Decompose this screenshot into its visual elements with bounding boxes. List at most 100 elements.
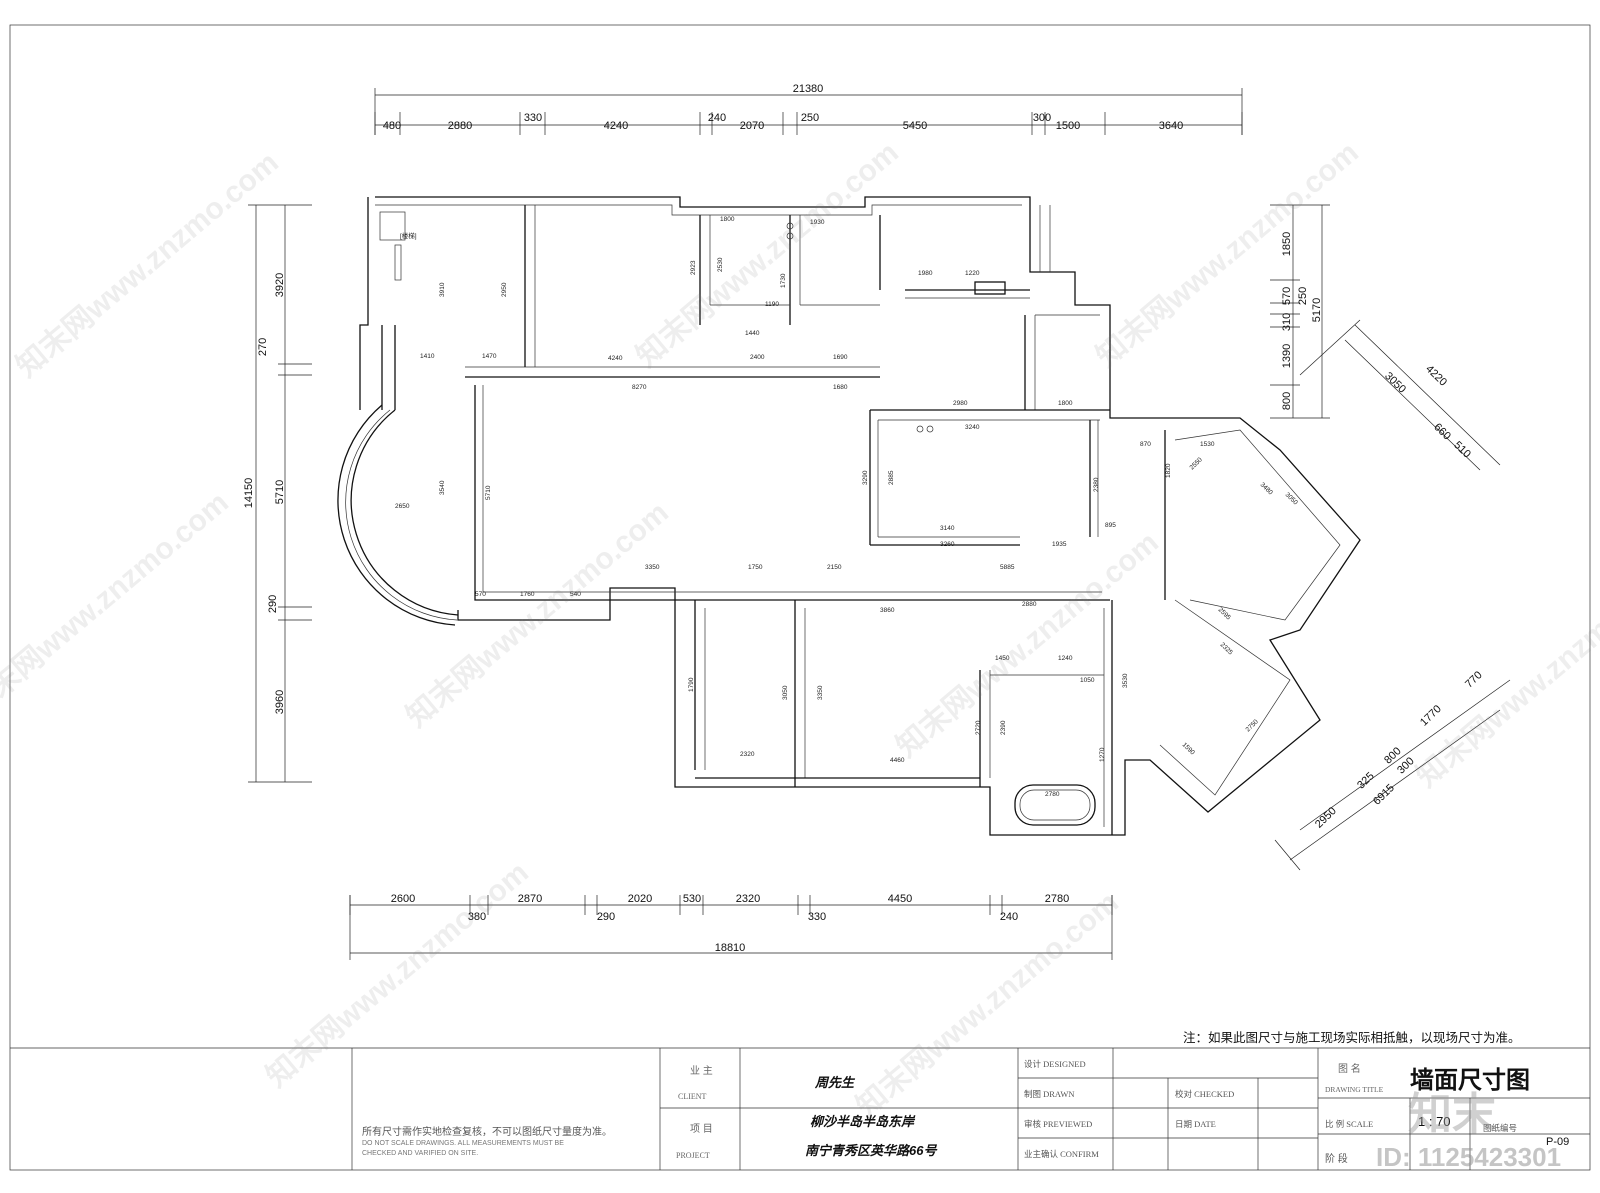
room-dim: 2885 bbox=[888, 470, 895, 485]
dim-diag-lower-6: 6915 bbox=[1371, 782, 1397, 808]
diagonal-dimension-upper: 3050 4220 660 510 bbox=[1299, 319, 1501, 471]
dim-top-total: 21380 bbox=[793, 83, 824, 95]
project-label-en: PROJECT bbox=[676, 1151, 710, 1160]
room-dim: 3240 bbox=[965, 424, 980, 431]
project-label-cn: 项 目 bbox=[690, 1124, 713, 1135]
room-dim: 3140 bbox=[940, 525, 955, 532]
room-dim: 1270 bbox=[1099, 747, 1106, 762]
dim-top-9: 1500 bbox=[1056, 120, 1080, 132]
right-dimension-chain: 1850 570 250 310 1390 800 5170 bbox=[1270, 204, 1330, 419]
room-dim: 2750 bbox=[1245, 718, 1261, 733]
room-dim: 1410 bbox=[420, 353, 435, 360]
room-dim: 3050 bbox=[782, 685, 789, 700]
room-dim: 3350 bbox=[645, 564, 660, 571]
room-dim: 1790 bbox=[688, 677, 695, 692]
dim-diag-lower-1: 1770 bbox=[1418, 703, 1444, 729]
room-dim: 3910 bbox=[439, 282, 446, 297]
date-label: 日期 DATE bbox=[1175, 1119, 1216, 1129]
room-dim: 1820 bbox=[1165, 463, 1172, 478]
drawn-label: 制图 DRAWN bbox=[1024, 1089, 1075, 1099]
stage-label: 阶 段 bbox=[1325, 1154, 1348, 1165]
room-dim: 2530 bbox=[717, 257, 724, 272]
room-dim: 4460 bbox=[890, 757, 905, 764]
dim-top-2: 330 bbox=[524, 112, 542, 124]
dim-bottom-4: 2320 bbox=[736, 893, 760, 905]
client-label-en: CLIENT bbox=[678, 1092, 707, 1101]
room-dim: 1220 bbox=[965, 270, 980, 277]
room-dim: 1450 bbox=[995, 655, 1010, 662]
room-dim: 4240 bbox=[608, 355, 623, 362]
dim-diag-lower-0: 770 bbox=[1463, 669, 1485, 690]
room-dim: 5710 bbox=[485, 485, 492, 500]
dim-bottom-7: 380 bbox=[468, 911, 486, 923]
checked-label: 校对 CHECKED bbox=[1175, 1089, 1235, 1099]
room-dim: 2380 bbox=[1093, 477, 1100, 492]
dim-left-3: 290 bbox=[267, 595, 279, 613]
dim-right-5: 800 bbox=[1281, 392, 1293, 410]
dim-left-0: 3920 bbox=[274, 273, 286, 297]
dim-bottom-1: 2870 bbox=[518, 893, 542, 905]
room-dim: 570 bbox=[475, 591, 486, 598]
dim-bottom-8: 290 bbox=[597, 911, 615, 923]
room-dim: 1440 bbox=[745, 330, 760, 337]
room-dim: 2325 bbox=[1219, 641, 1235, 656]
dim-left-1: 270 bbox=[257, 338, 269, 356]
room-dim: 1750 bbox=[748, 564, 763, 571]
room-dim: 3540 bbox=[439, 480, 446, 495]
left-dimension-chain: 14150 3920 270 5710 290 3960 bbox=[243, 204, 312, 783]
room-dim: 3260 bbox=[940, 541, 955, 548]
staircase bbox=[379, 211, 406, 241]
room-dim: 8270 bbox=[632, 384, 647, 391]
dim-diag-upper-1: 4220 bbox=[1423, 363, 1449, 389]
dim-left-4: 3960 bbox=[274, 690, 286, 714]
designed-label: 设计 DESIGNED bbox=[1024, 1059, 1086, 1069]
dim-bottom-2: 2020 bbox=[628, 893, 652, 905]
room-dim: 1935 bbox=[1052, 541, 1067, 548]
room-dim: 2880 bbox=[1022, 601, 1037, 608]
reviewed-label: 审核 PREVIEWED bbox=[1024, 1119, 1093, 1129]
scale-warning-cn: 所有尺寸需作实地检查复核，不可以图纸尺寸量度为准。 bbox=[362, 1127, 612, 1138]
project-value-1: 柳沙半岛半岛东岸 bbox=[810, 1114, 915, 1129]
bottom-dimension-chain: 2600 2870 2020 530 2320 4450 2780 380 29… bbox=[349, 893, 1113, 960]
room-dim: 2950 bbox=[501, 282, 508, 297]
room-dim: 1590 bbox=[1181, 741, 1197, 756]
dim-bottom-0: 2600 bbox=[391, 893, 415, 905]
room-dim: 2650 bbox=[395, 503, 410, 510]
room-dim: 1680 bbox=[833, 384, 848, 391]
room-dim: 1930 bbox=[810, 219, 825, 226]
room-dim: 2720 bbox=[975, 720, 982, 735]
diagonal-dimension-lower: 770 1770 800 300 325 2950 6915 bbox=[1274, 669, 1511, 871]
project-value-2: 南宁青秀区英华路66号 bbox=[805, 1143, 937, 1158]
dim-top-7: 5450 bbox=[903, 120, 927, 132]
room-dim: 3530 bbox=[1122, 673, 1129, 688]
stair-label: [楼梯] bbox=[400, 231, 417, 240]
drawing-title-label: DRAWING TITLE bbox=[1325, 1085, 1384, 1094]
drawing-no-label: 图纸编号 bbox=[1483, 1123, 1518, 1133]
room-dim: 2320 bbox=[740, 751, 755, 758]
dim-bottom-3: 530 bbox=[683, 893, 701, 905]
drawing-number: P-09 bbox=[1546, 1136, 1570, 1148]
room-dim: 1190 bbox=[765, 301, 779, 308]
room-dim: 1980 bbox=[918, 270, 933, 277]
dim-right-3: 310 bbox=[1281, 313, 1293, 331]
dim-top-1: 2880 bbox=[448, 120, 472, 132]
room-dim: 870 bbox=[1140, 441, 1151, 448]
dim-top-0: 480 bbox=[383, 120, 401, 132]
room-dim: 3350 bbox=[817, 685, 824, 700]
room-dim: 895 bbox=[1105, 522, 1116, 529]
room-dim: 2550 bbox=[1189, 456, 1205, 471]
scale-warning-en-2: CHECKED AND VARIFIED ON SITE. bbox=[362, 1150, 479, 1157]
dim-diag-upper-2: 660 bbox=[1431, 421, 1453, 442]
dim-bottom-6: 2780 bbox=[1045, 893, 1069, 905]
dim-top-6: 250 bbox=[801, 112, 819, 124]
room-dim: 1800 bbox=[720, 216, 735, 223]
dim-bottom-10: 240 bbox=[1000, 911, 1018, 923]
room-dim: 2923 bbox=[690, 260, 697, 275]
room-dim: 1470 bbox=[482, 353, 497, 360]
room-dim: 5885 bbox=[1000, 564, 1015, 571]
dim-diag-lower-5: 2950 bbox=[1313, 805, 1339, 831]
room-dim: 1690 bbox=[833, 354, 848, 361]
watermark-id: ID: 1125423301 bbox=[1376, 1142, 1562, 1172]
dim-top-4: 240 bbox=[708, 112, 726, 124]
